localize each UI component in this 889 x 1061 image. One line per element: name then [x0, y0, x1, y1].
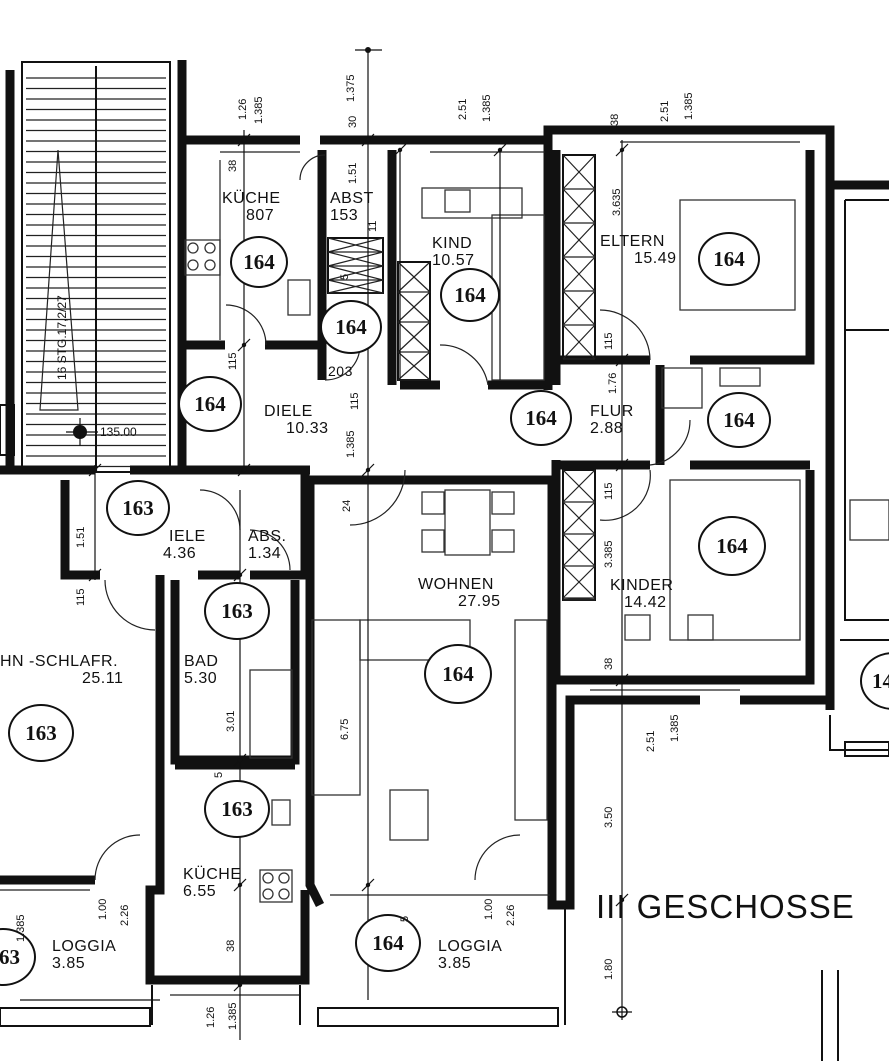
- dim-115-small: 115: [349, 392, 361, 410]
- room-label-wohn-schlafr: HN -SCHLAFR.25.11: [0, 653, 124, 687]
- dim-1385-cut: 1.385: [15, 914, 27, 942]
- apartment-badge-kind: 164: [440, 268, 500, 322]
- apartment-badge-kinder: 164: [698, 516, 766, 576]
- apartment-badge-kueche-top: 164: [230, 236, 288, 288]
- apartment-badge-small-room: 164: [320, 300, 382, 354]
- dim-38-kueche: 38: [227, 159, 239, 172]
- stairwell: [21, 61, 171, 473]
- dim-1385-kind: 1.385: [481, 94, 493, 122]
- dim-100-right: 1.00: [483, 898, 495, 920]
- dim-11-abst: 11: [367, 220, 379, 232]
- apartment-badge-bad: 163: [204, 582, 270, 640]
- room-label-abs: ABS.1.34: [248, 528, 287, 562]
- apartment-badge-flur-right: 164: [707, 392, 771, 448]
- walls-apartment-163: [0, 465, 310, 985]
- dim-115-eltern: 115: [603, 332, 615, 350]
- dim-1375: 1.375: [345, 74, 357, 102]
- floor-title: III GESCHOSSE: [596, 888, 855, 925]
- apartment-badge-eltern: 164: [698, 232, 760, 286]
- dim-38-kinder: 38: [603, 657, 615, 670]
- dim-5-abst: 5: [339, 273, 351, 280]
- dim-100-left: 1.00: [97, 898, 109, 920]
- dim-363: 3.635: [611, 188, 623, 216]
- apartment-badge-flur: 164: [510, 390, 572, 446]
- dim-176: 1.76: [607, 372, 619, 394]
- dim-1385-top: 1.385: [253, 96, 265, 124]
- dim-115-diele: 115: [227, 352, 239, 370]
- dim-675: 6.75: [339, 718, 351, 740]
- dim-180: 1.80: [603, 958, 615, 980]
- apartment-badge-diele: 164: [178, 376, 242, 432]
- walls-apartment-164: [177, 60, 835, 910]
- furniture: [184, 160, 889, 903]
- dim-251-bottom: 2.51: [645, 730, 657, 752]
- dim-251-kind: 2.51: [457, 98, 469, 120]
- dim-1385-diele: 1.385: [345, 430, 357, 458]
- dim-1385-bottom: 1.385: [669, 714, 681, 742]
- dim-1385-btm: 1.385: [227, 1002, 239, 1030]
- stair-label: 16 STG.17,2/27: [55, 295, 69, 380]
- apartment-badge-wohn-schlafr: 163: [8, 704, 74, 762]
- windows: [0, 141, 800, 996]
- dim-5-kueche: 5: [213, 771, 225, 778]
- dim-226-right: 2.26: [505, 904, 517, 926]
- dim-24: 24: [341, 499, 353, 512]
- wardrobe-elements: [327, 154, 596, 601]
- apartment-badge-wohnen: 164: [424, 644, 492, 704]
- dim-226-left: 2.26: [119, 904, 131, 926]
- balcony-railings: [0, 715, 889, 1061]
- dim-338: 3.385: [603, 540, 615, 568]
- dim-350: 3.50: [603, 806, 615, 828]
- apartment-badge-diele-left: 163: [106, 480, 170, 536]
- dim-115-left: 115: [75, 588, 87, 606]
- apartment-badge-kueche-bottom: 163: [204, 780, 270, 838]
- dim-126-bottom: 1.26: [205, 1006, 217, 1028]
- room-label-203: 203: [328, 363, 353, 379]
- walls-neighbor-left: [0, 70, 15, 470]
- dim-38-eltern: 38: [609, 113, 621, 126]
- dim-5-loggia: 5: [399, 915, 411, 922]
- dim-126-top: 1.26: [237, 98, 249, 120]
- apartment-badge-loggia: 164: [355, 914, 421, 972]
- dim-38-bottom: 38: [225, 939, 237, 952]
- dimension-lines: [20, 47, 632, 1040]
- dim-301: 3.01: [225, 710, 237, 732]
- dim-115-kinder: 115: [603, 482, 615, 500]
- dim-30: 30: [347, 115, 359, 128]
- walls-neighbor-right: [825, 180, 889, 710]
- dim-251-eltern: 2.51: [659, 100, 671, 122]
- dim-151-abst: 1.51: [347, 162, 359, 184]
- stair-level: 135.00: [100, 425, 137, 439]
- dim-1385-eltern: 1.385: [683, 92, 695, 120]
- dim-151-left: 1.51: [75, 526, 87, 548]
